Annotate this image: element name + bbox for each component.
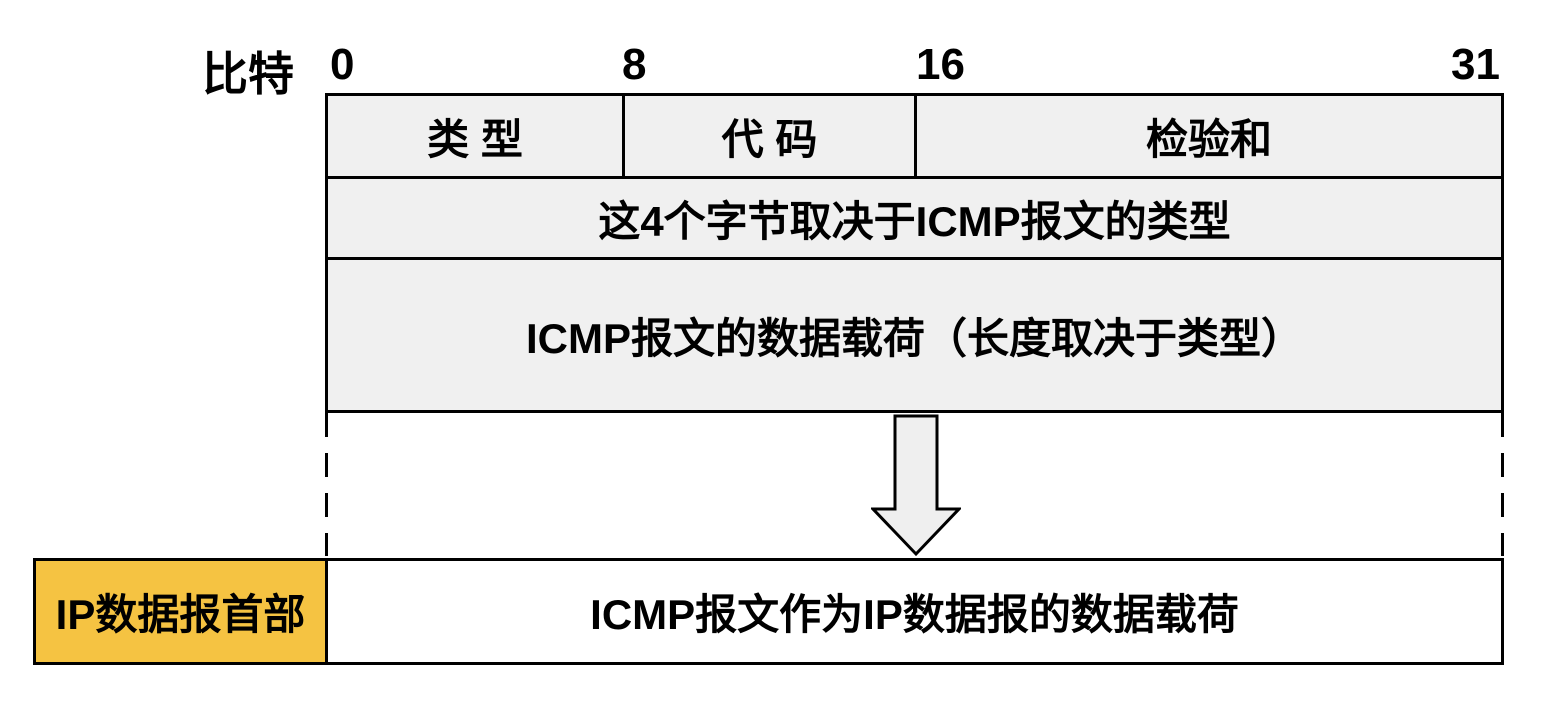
field-code-label: 代 码: [721, 115, 818, 163]
field-type-label: 类 型: [427, 115, 523, 163]
ip-header-label: IP数据报首部: [55, 591, 306, 638]
field-checksum-cell: 检验和: [917, 96, 1501, 176]
icmp-payload-cell: ICMP报文的数据载荷（长度取决于类型）: [328, 260, 1501, 410]
bit-unit-label: 比特: [202, 48, 294, 100]
ip-header-cell: IP数据报首部: [33, 558, 328, 665]
ip-payload-label: ICMP报文作为IP数据报的数据载荷: [590, 591, 1239, 638]
ip-payload-cell: ICMP报文作为IP数据报的数据载荷: [325, 558, 1504, 665]
icmp-header-table: 类 型 代 码 检验和 这4个字节取决于ICMP报文的类型 ICMP报文的数据载…: [325, 93, 1504, 413]
icmp-payload-row: ICMP报文的数据载荷（长度取决于类型）: [328, 260, 1501, 410]
icmp-variable-bytes-cell: 这4个字节取决于ICMP报文的类型: [328, 179, 1501, 257]
field-code-cell: 代 码: [625, 96, 917, 176]
dashed-line-right: [1501, 413, 1504, 556]
bit-tick-0: 0: [330, 40, 355, 89]
icmp-payload-label: ICMP报文的数据载荷（长度取决于类型）: [525, 314, 1303, 362]
icmp-header-row-fields: 类 型 代 码 检验和: [328, 96, 1501, 179]
bit-tick-8: 8: [622, 40, 647, 89]
icmp-variable-bytes-row: 这4个字节取决于ICMP报文的类型: [328, 179, 1501, 260]
field-checksum-label: 检验和: [1145, 115, 1272, 163]
field-type-cell: 类 型: [328, 96, 625, 176]
down-arrow-icon: [869, 414, 963, 557]
icmp-variable-bytes-label: 这4个字节取决于ICMP报文的类型: [598, 197, 1231, 245]
bit-tick-16: 16: [916, 40, 965, 89]
dashed-line-left: [325, 413, 328, 556]
bit-tick-31: 31: [1451, 40, 1500, 89]
